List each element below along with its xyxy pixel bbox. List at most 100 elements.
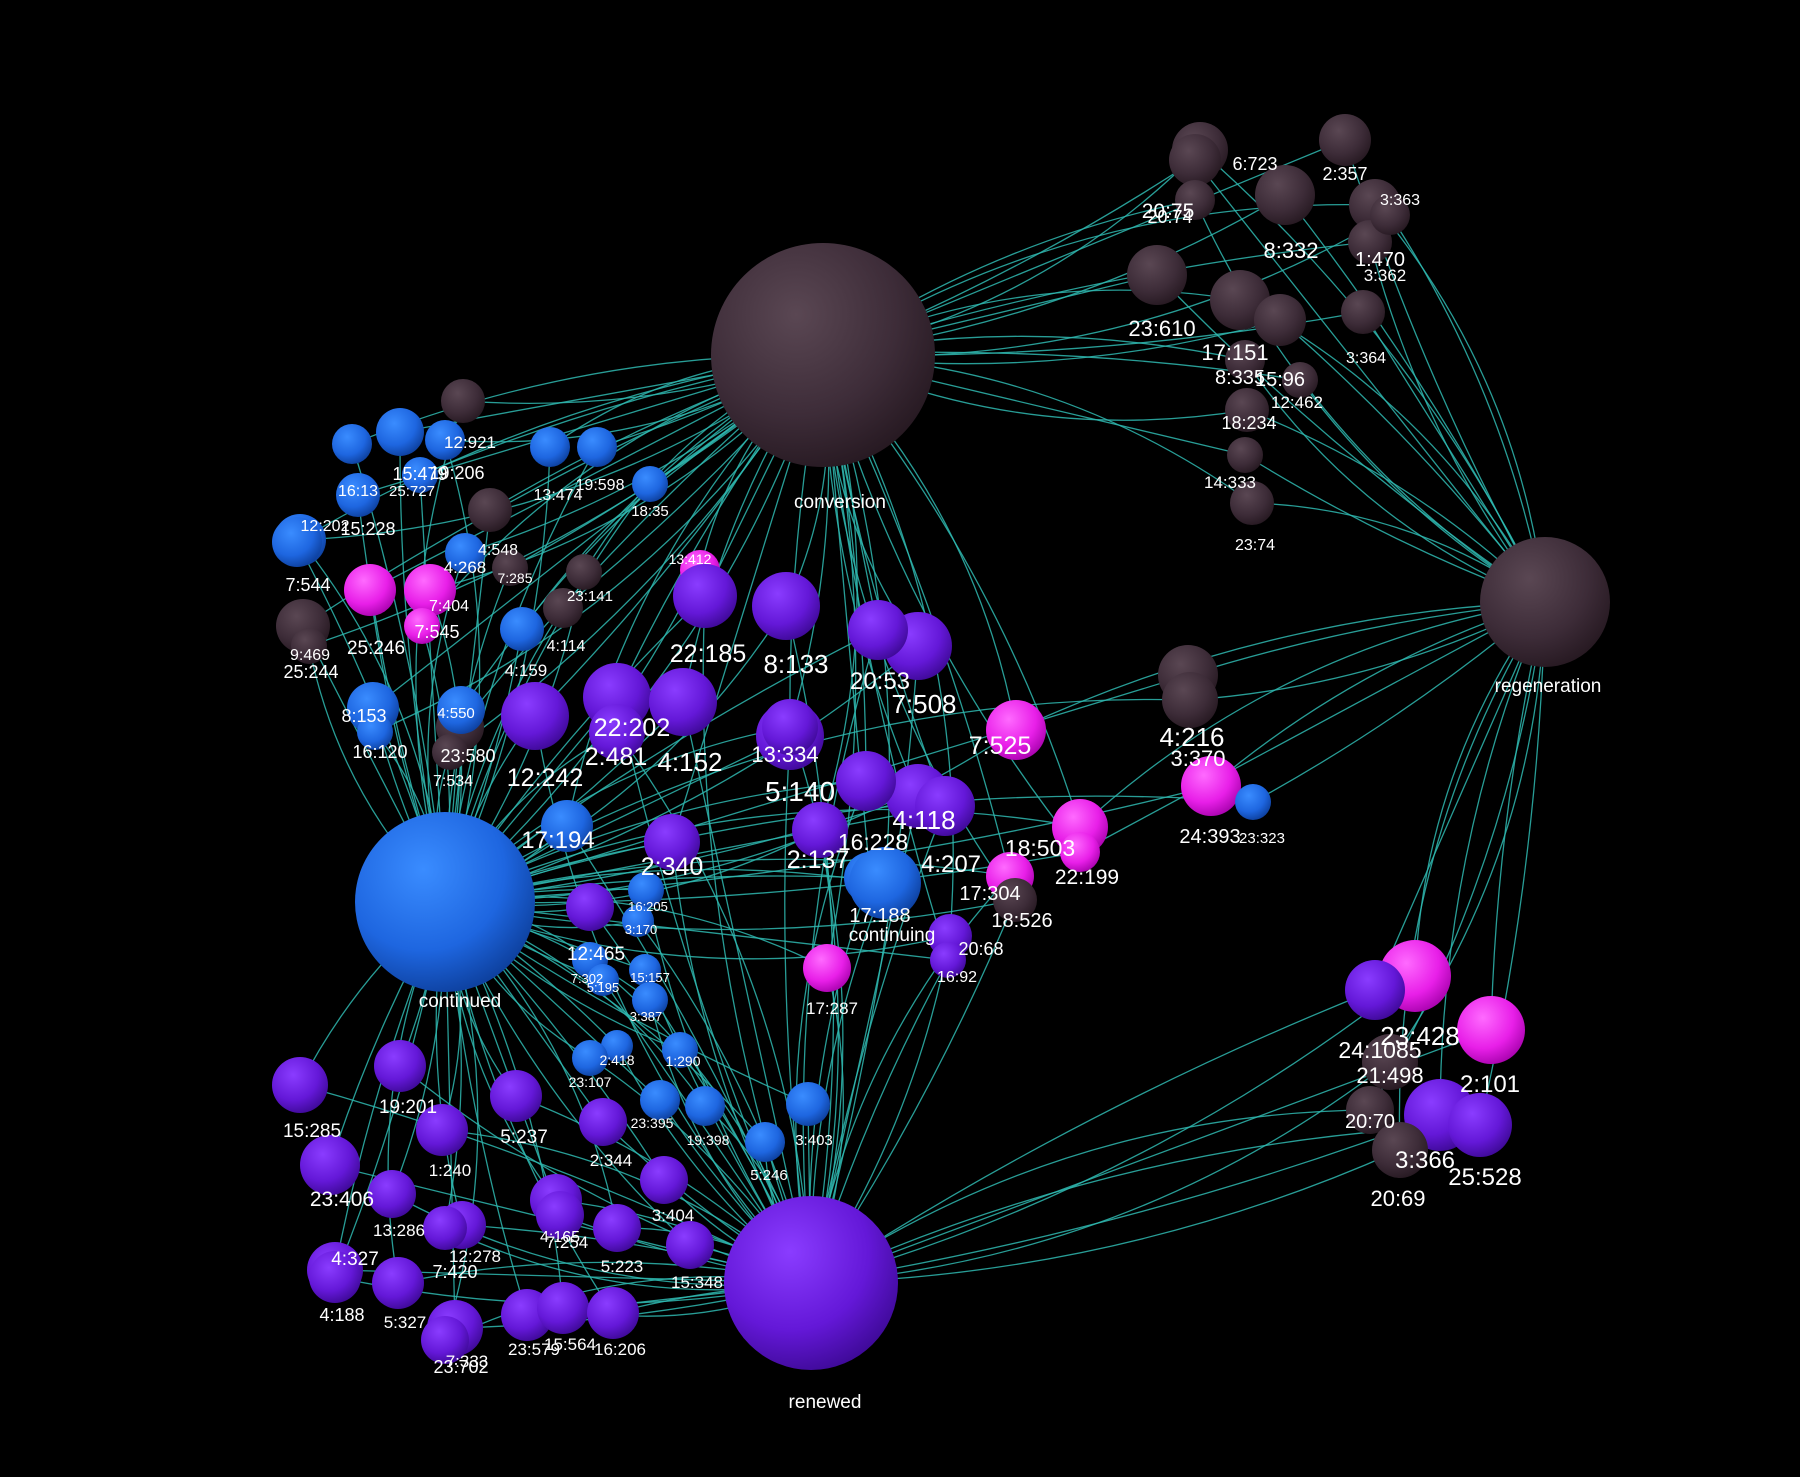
node-8-335[interactable] bbox=[1225, 340, 1265, 380]
node-label-19-206: 19:206 bbox=[429, 463, 484, 483]
node-15-157[interactable] bbox=[629, 954, 661, 986]
hub-node-regeneration[interactable] bbox=[1480, 537, 1610, 667]
node-24-393[interactable] bbox=[1181, 756, 1241, 816]
node-8-133[interactable] bbox=[752, 572, 820, 640]
node-23-406[interactable] bbox=[300, 1135, 360, 1195]
node-18-35[interactable] bbox=[632, 466, 668, 502]
node-3-362[interactable] bbox=[1370, 195, 1410, 235]
node-15-564[interactable] bbox=[537, 1282, 589, 1334]
node-7-420[interactable] bbox=[423, 1206, 467, 1250]
node-4-114[interactable] bbox=[543, 588, 583, 628]
node-17-287[interactable] bbox=[803, 944, 851, 992]
node-4-159[interactable] bbox=[500, 607, 544, 651]
node-3-170[interactable] bbox=[622, 905, 654, 937]
node-16-120[interactable] bbox=[357, 714, 393, 750]
node-3-364[interactable] bbox=[1341, 290, 1385, 334]
node-4-548[interactable] bbox=[468, 488, 512, 532]
node-5-237[interactable] bbox=[490, 1070, 542, 1122]
node-3-387[interactable] bbox=[632, 982, 668, 1018]
node-15-96[interactable] bbox=[1254, 294, 1306, 346]
node-17-194[interactable] bbox=[541, 800, 593, 852]
node-19-398[interactable] bbox=[685, 1086, 725, 1126]
node-7-285[interactable] bbox=[492, 550, 528, 586]
node-4-188[interactable] bbox=[309, 1251, 361, 1303]
node-23-74[interactable] bbox=[1230, 481, 1274, 525]
node-12-242[interactable] bbox=[501, 682, 569, 750]
node-4-207[interactable] bbox=[915, 776, 975, 836]
node-23-702[interactable] bbox=[421, 1316, 469, 1364]
node-20-53[interactable] bbox=[848, 600, 908, 660]
node-5-195[interactable] bbox=[587, 964, 619, 996]
node-5-223[interactable] bbox=[593, 1204, 641, 1252]
node-23-395[interactable] bbox=[640, 1080, 680, 1120]
node-21-498[interactable] bbox=[1362, 1034, 1418, 1090]
node-3-403[interactable] bbox=[786, 1082, 830, 1126]
node-24-1085[interactable] bbox=[1345, 960, 1405, 1020]
node-20-75[interactable] bbox=[1169, 134, 1221, 186]
node-19-201[interactable] bbox=[374, 1040, 426, 1092]
node-14-333[interactable] bbox=[1227, 437, 1263, 473]
node-19-206[interactable] bbox=[425, 420, 465, 460]
node-15-285[interactable] bbox=[272, 1057, 328, 1113]
node-18-526[interactable] bbox=[993, 878, 1037, 922]
node-23-610[interactable] bbox=[1127, 245, 1187, 305]
node-2-340[interactable] bbox=[644, 814, 700, 870]
hub-node-conversion[interactable] bbox=[711, 243, 935, 467]
node-18-234[interactable] bbox=[1225, 388, 1269, 432]
node-13-334[interactable] bbox=[762, 699, 818, 755]
node-2-344[interactable] bbox=[579, 1098, 627, 1146]
node-16-206[interactable] bbox=[587, 1287, 639, 1339]
node-15-348[interactable] bbox=[666, 1221, 714, 1269]
hub-node-continuing[interactable] bbox=[849, 847, 921, 919]
node-13-474[interactable] bbox=[530, 427, 570, 467]
node-16-92[interactable] bbox=[930, 942, 966, 978]
hub-node-continued[interactable] bbox=[355, 812, 535, 992]
node-8-332[interactable] bbox=[1255, 165, 1315, 225]
node-23-107[interactable] bbox=[572, 1040, 608, 1076]
node-7-544[interactable] bbox=[272, 517, 322, 567]
node-7-545[interactable] bbox=[404, 564, 456, 616]
node-19-598[interactable] bbox=[577, 427, 617, 467]
node-2-101[interactable] bbox=[1457, 996, 1525, 1064]
node-7-534[interactable] bbox=[432, 734, 468, 770]
node-20-70[interactable] bbox=[1346, 1086, 1394, 1134]
node-12-921[interactable] bbox=[441, 379, 485, 423]
node-4-268[interactable] bbox=[445, 533, 485, 573]
edge-8-133-renewed bbox=[785, 605, 835, 1284]
node-2-137[interactable] bbox=[792, 802, 848, 858]
node-5-327[interactable] bbox=[372, 1257, 424, 1309]
node-4-550[interactable] bbox=[437, 686, 485, 734]
node-2-481[interactable] bbox=[589, 704, 645, 760]
node-25-727[interactable] bbox=[402, 457, 438, 493]
node-7-525[interactable] bbox=[986, 700, 1046, 760]
node-16-13[interactable] bbox=[332, 424, 372, 464]
node-label-4-118: 4:118 bbox=[892, 805, 955, 835]
node-7-254[interactable] bbox=[536, 1191, 584, 1239]
node-1-240[interactable] bbox=[416, 1104, 468, 1156]
node-15-228[interactable] bbox=[336, 473, 380, 517]
node-3-404[interactable] bbox=[640, 1156, 688, 1204]
node-25-246[interactable] bbox=[344, 564, 396, 616]
node-16-205[interactable] bbox=[628, 872, 664, 908]
node-23-323[interactable] bbox=[1235, 784, 1271, 820]
node-22-199[interactable] bbox=[1060, 832, 1100, 872]
node-16-228[interactable] bbox=[836, 751, 896, 811]
node-20-74[interactable] bbox=[1175, 180, 1215, 220]
node-3-370[interactable] bbox=[1162, 672, 1218, 728]
node-20-69[interactable] bbox=[1372, 1122, 1428, 1178]
node-2-357[interactable] bbox=[1319, 114, 1371, 166]
node-4-152[interactable] bbox=[649, 668, 717, 736]
node-22-185[interactable] bbox=[673, 564, 737, 628]
node-1-290[interactable] bbox=[662, 1032, 698, 1068]
node-25-528[interactable] bbox=[1448, 1093, 1512, 1157]
node-2-418[interactable] bbox=[601, 1030, 633, 1062]
node-7-404[interactable] bbox=[404, 608, 440, 644]
node-12-465[interactable] bbox=[566, 883, 614, 931]
node-5-246[interactable] bbox=[745, 1122, 785, 1162]
node-12-462[interactable] bbox=[1282, 362, 1318, 398]
hub-node-renewed[interactable] bbox=[724, 1196, 898, 1370]
node-23-141[interactable] bbox=[566, 554, 602, 590]
node-15-479[interactable] bbox=[376, 408, 424, 456]
node-13-286[interactable] bbox=[368, 1170, 416, 1218]
node-25-244[interactable] bbox=[291, 628, 327, 664]
